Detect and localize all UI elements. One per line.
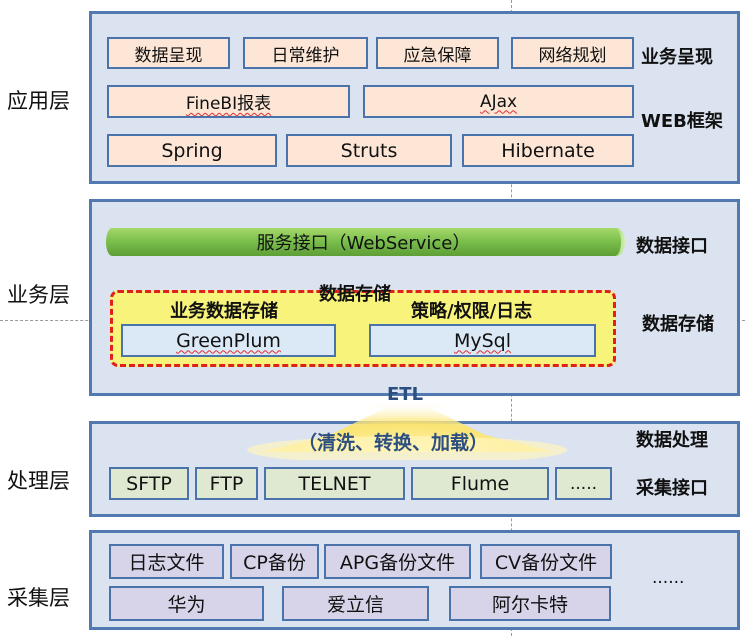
box-log-files: 日志文件 [109, 544, 224, 579]
box-sftp: SFTP [109, 467, 189, 500]
box-alcatel: 阿尔卡特 [449, 586, 611, 621]
label-data-processing: 数据处理 [636, 430, 708, 451]
label-web-framework: WEB框架 [641, 111, 723, 132]
layer-label-app: 应用层 [7, 89, 70, 113]
storage-left-title: 业务数据存储 [170, 301, 278, 322]
etl-steps: （清洗、转换、加载） [298, 432, 489, 454]
box-more-interfaces: ..... [555, 467, 612, 500]
box-hibernate: Hibernate [462, 134, 634, 167]
box-ajax: AJax [363, 85, 634, 118]
box-struts: Struts [286, 134, 452, 167]
box-cv-backup: CV备份文件 [480, 544, 612, 579]
layer-label-business: 业务层 [7, 283, 70, 307]
label-collection-interface: 采集接口 [636, 478, 708, 499]
label-data-interface: 数据接口 [636, 236, 708, 257]
ajax-text: AJax [479, 91, 518, 112]
finebi-text: FineBI报表 [185, 94, 272, 114]
layer-label-collection: 采集层 [7, 586, 70, 610]
box-cp-backup: CP备份 [230, 544, 319, 579]
etl-arrow-icon [247, 384, 567, 460]
service-interface-text: 服务接口（WebService） [257, 229, 471, 255]
box-network-planning: 网络规划 [511, 37, 634, 69]
etl-title: ETL [387, 384, 424, 405]
box-data-presentation: 数据呈现 [107, 37, 230, 69]
label-data-storage: 数据存储 [642, 314, 714, 335]
box-ftp: FTP [195, 467, 258, 500]
mysql-text: MySql [453, 329, 512, 352]
layer-label-processing: 处理层 [7, 469, 70, 493]
box-spring: Spring [107, 134, 277, 167]
service-interface-bar: 服务接口（WebService） [106, 228, 621, 256]
box-telnet: TELNET [264, 467, 405, 500]
box-ericsson: 爱立信 [282, 586, 429, 621]
db-greenplum: GreenPlum [121, 324, 336, 357]
box-apg-backup: APG备份文件 [324, 544, 471, 579]
label-business-presentation: 业务呈现 [641, 47, 713, 68]
box-emergency-support: 应急保障 [376, 37, 499, 69]
collection-more: ...... [652, 568, 685, 588]
greenplum-text: GreenPlum [176, 329, 281, 352]
service-interface-label: 服务接口（WebService） [256, 233, 471, 254]
db-mysql: MySql [369, 324, 596, 357]
box-flume: Flume [411, 467, 549, 500]
storage-right-title: 策略/权限/日志 [411, 301, 533, 322]
box-finebi-report: FineBI报表 [107, 85, 350, 118]
storage-title: 数据存储 [319, 284, 391, 305]
box-daily-maintenance: 日常维护 [243, 37, 368, 69]
box-huawei: 华为 [109, 586, 264, 621]
